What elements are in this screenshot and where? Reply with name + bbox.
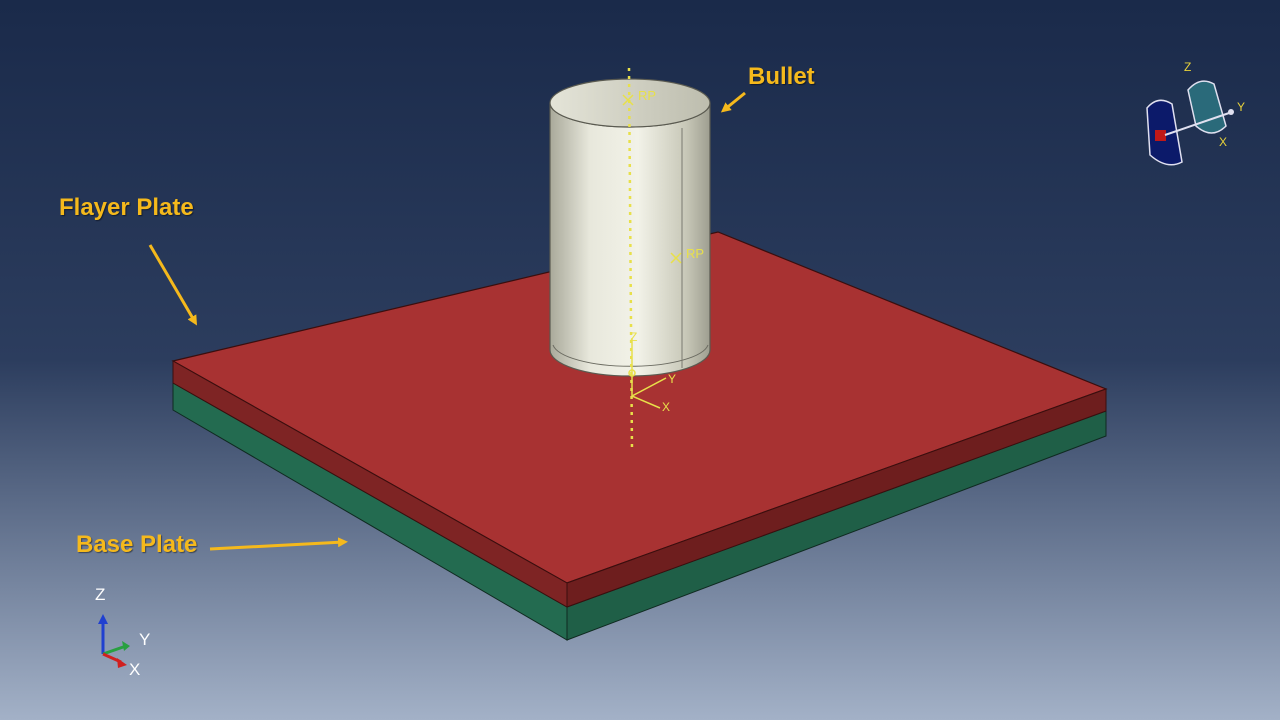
local-csys-z-label: Z bbox=[630, 330, 638, 344]
view-orientation-widget[interactable] bbox=[1146, 80, 1234, 166]
triad-x-label: X bbox=[129, 660, 141, 679]
flayer-plate-right-face bbox=[566, 388, 1107, 608]
base-plate-callout-arrow bbox=[209, 537, 348, 551]
view-cube-teal-face bbox=[1187, 80, 1227, 134]
flayer-plate[interactable] bbox=[171, 231, 1108, 608]
bullet-label: Bullet bbox=[748, 63, 815, 90]
triad-y-axis bbox=[102, 644, 127, 656]
reference-point-top[interactable] bbox=[622, 94, 634, 106]
local-csys-x-label: X bbox=[662, 400, 671, 414]
bullet[interactable] bbox=[549, 78, 711, 377]
global-triad bbox=[98, 614, 130, 668]
flayer-plate-label: Flayer Plate bbox=[59, 194, 194, 221]
reference-point-top-label: RP bbox=[638, 88, 657, 103]
reference-point-middle[interactable] bbox=[670, 252, 682, 264]
view-cube-red-marker bbox=[1155, 130, 1166, 141]
view-cube-x-label: X bbox=[1219, 135, 1228, 149]
reference-point-middle-label: RP bbox=[686, 246, 705, 261]
flayer-plate-callout-arrow bbox=[148, 244, 198, 326]
bullet-callout-arrow bbox=[720, 91, 746, 113]
base-plate-label: Base Plate bbox=[76, 531, 198, 558]
view-cube-z-label: Z bbox=[1184, 60, 1192, 74]
local-csys[interactable] bbox=[628, 338, 667, 409]
triad-z-label: Z bbox=[95, 585, 106, 604]
view-cube-y-label: Y bbox=[1237, 100, 1246, 114]
triad-y-label: Y bbox=[139, 630, 151, 649]
local-csys-y-label: Y bbox=[668, 372, 677, 386]
